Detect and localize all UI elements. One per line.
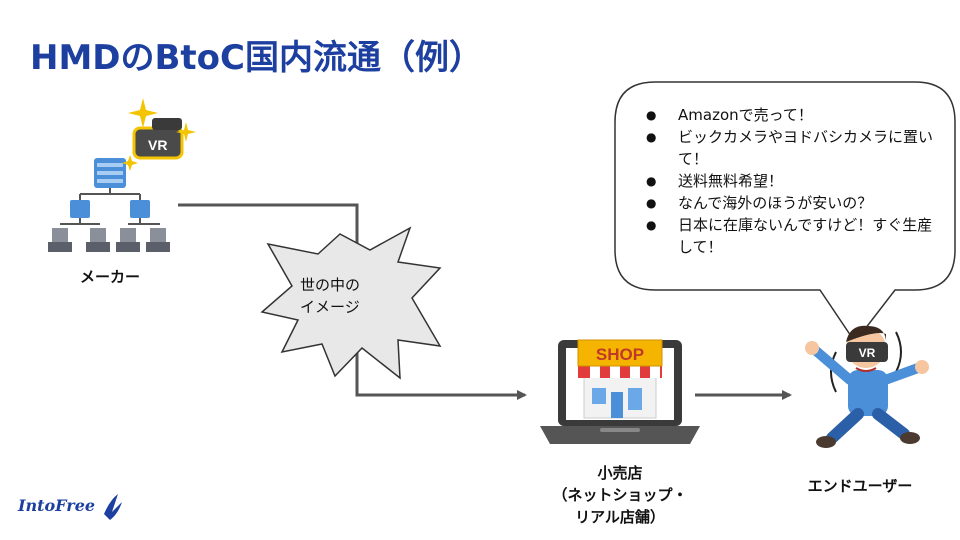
retailer-label: 小売店 （ネットショップ・ リアル店舗） — [540, 462, 700, 528]
end-user-label: エンドユーザー — [807, 477, 913, 495]
laptop-shop-icon: SHOP — [540, 339, 700, 444]
list-item: 送料無料希望！ — [640, 170, 940, 192]
retailer-label-line-2: （ネットショップ・ — [552, 486, 688, 504]
list-item: ビックカメラやヨドバシカメラに置いて！ — [640, 126, 940, 170]
list-item: なんで海外のほうが安いの？ — [640, 192, 940, 214]
public-image-text: 世の中の イメージ — [300, 274, 420, 318]
sparkle-icon — [122, 98, 196, 171]
company-logo: IntoFree — [18, 496, 95, 515]
list-item: Amazonで売って！ — [640, 104, 940, 126]
user-headset-label: VR — [859, 346, 876, 360]
end-user-vr-icon: VR — [805, 325, 929, 448]
public-image-line-2: イメージ — [300, 298, 360, 316]
retailer-label-line-1: 小売店 — [597, 464, 643, 482]
page-title: HMDのBtoC国内流通（例） — [30, 38, 483, 78]
public-image-burst — [260, 226, 442, 380]
vr-headset-label: VR — [148, 137, 167, 153]
logo-text: IntoFree — [18, 496, 96, 515]
vr-headset-icon: VR — [132, 118, 184, 160]
public-image-line-1: 世の中の — [300, 276, 361, 294]
logo-wing-icon — [104, 494, 122, 520]
maker-label: メーカー — [79, 268, 140, 286]
retailer-label-line-3: リアル店舗） — [575, 508, 665, 526]
shop-sign-text: SHOP — [596, 345, 644, 364]
list-item: 日本に在庫ないんですけど！すぐ生産して！ — [640, 214, 940, 258]
maker-hierarchy-icon — [48, 158, 170, 252]
customer-requests-list: Amazonで売って！ ビックカメラやヨドバシカメラに置いて！ 送料無料希望！ … — [640, 104, 940, 258]
